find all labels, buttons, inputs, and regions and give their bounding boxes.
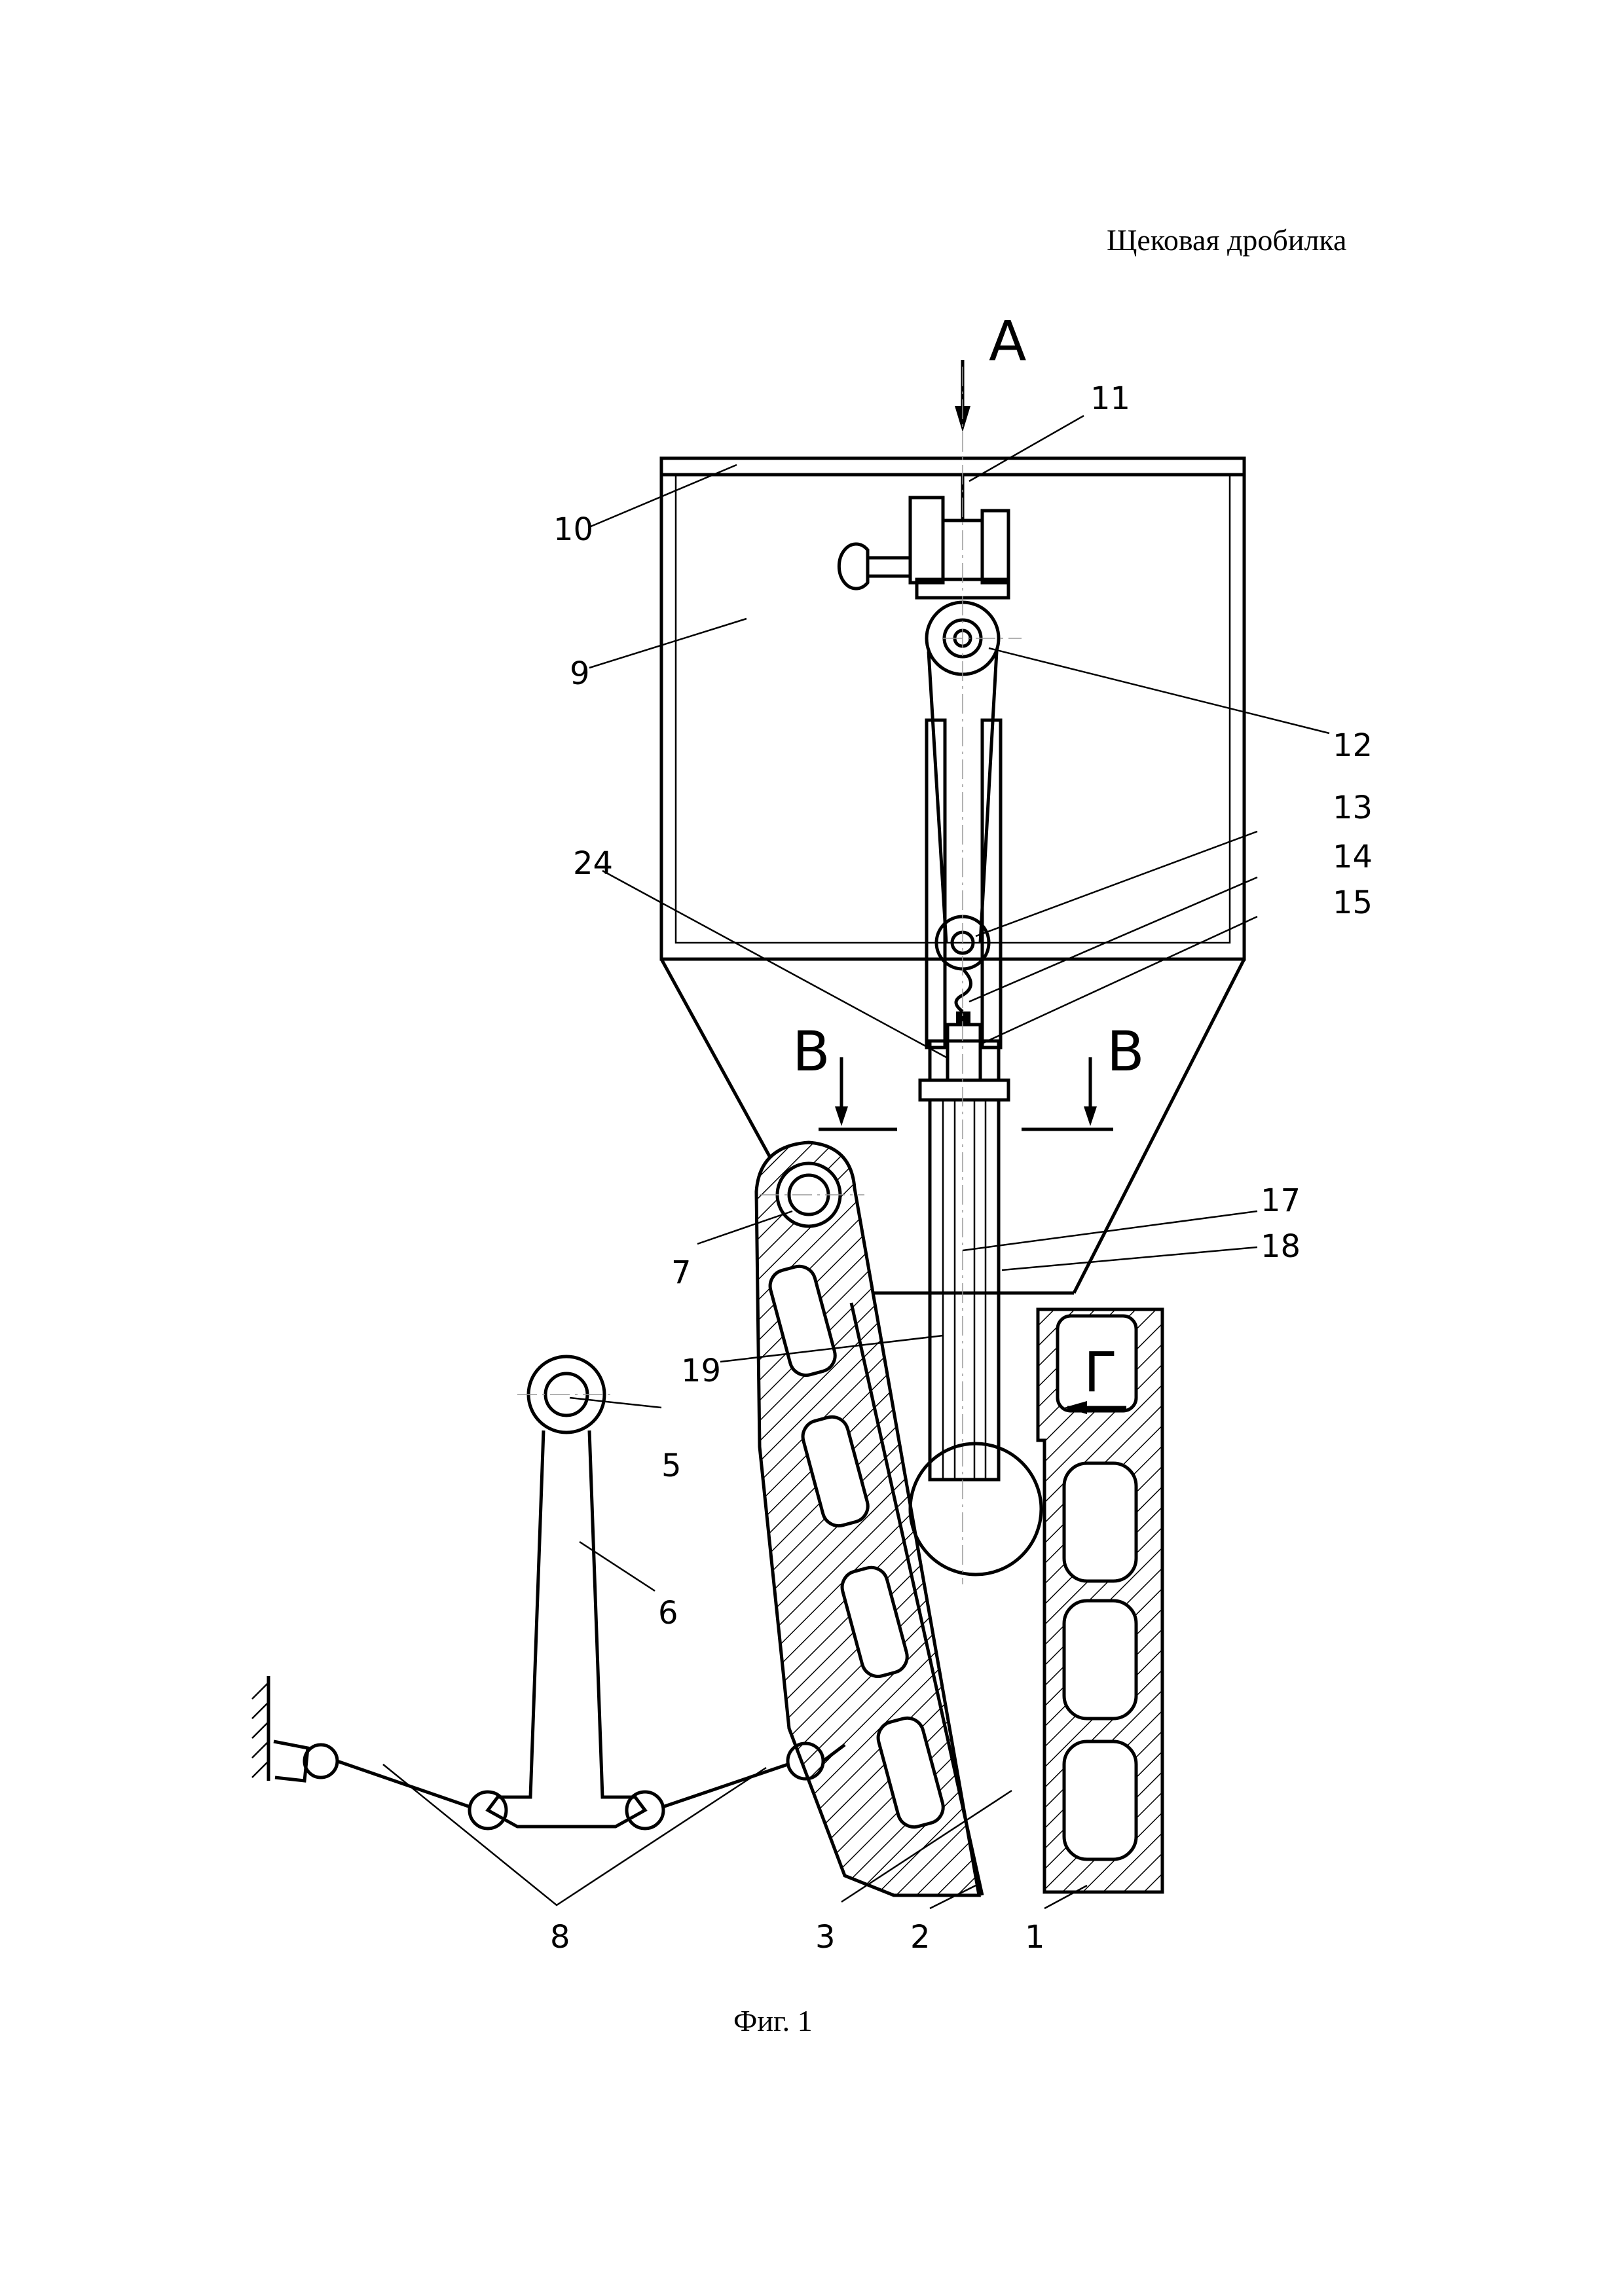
callout-6: 6 bbox=[658, 1595, 678, 1631]
rod-flange bbox=[920, 1080, 1008, 1100]
fixed-jaw-cavity-3 bbox=[1064, 1741, 1136, 1859]
lever-arm bbox=[488, 1430, 645, 1827]
callout-3: 3 bbox=[815, 1919, 836, 1956]
rod-assembly bbox=[920, 1025, 1008, 1480]
callout-18: 18 bbox=[1261, 1228, 1301, 1265]
section-b-right-label: В bbox=[1107, 1019, 1145, 1084]
hopper bbox=[661, 458, 1244, 1293]
view-a: А bbox=[955, 309, 1026, 432]
callout-5: 5 bbox=[661, 1448, 682, 1484]
wall-bracket bbox=[274, 1741, 308, 1781]
callout-10: 10 bbox=[553, 511, 593, 548]
rod-outer bbox=[930, 1100, 999, 1480]
callout-7: 7 bbox=[671, 1254, 692, 1291]
leader-lines bbox=[570, 416, 1329, 1908]
fixed-jaw-cavity-1 bbox=[1064, 1463, 1136, 1581]
trolley-left-plate bbox=[910, 498, 943, 583]
rod-coupling bbox=[948, 1025, 980, 1080]
hook bbox=[956, 969, 971, 1011]
rod-inner-lines bbox=[943, 1100, 986, 1480]
hoist bbox=[927, 602, 1001, 1048]
fixed-jaw-cavity-2 bbox=[1064, 1601, 1136, 1719]
toggle-links bbox=[337, 1745, 845, 1807]
section-b-left-label: В bbox=[792, 1019, 830, 1084]
callout-11: 11 bbox=[1090, 380, 1130, 417]
hopper-right-slope bbox=[1074, 959, 1244, 1293]
hopper-left-slope bbox=[661, 959, 773, 1162]
callout-17: 17 bbox=[1261, 1182, 1301, 1219]
figure-caption: Фиг. 1 bbox=[733, 2003, 930, 2038]
callout-8: 8 bbox=[550, 1919, 570, 1956]
callout-15: 15 bbox=[1333, 884, 1373, 921]
moving-jaw bbox=[756, 1142, 982, 1895]
links-leader bbox=[383, 1764, 766, 1905]
hopper-box bbox=[661, 475, 1244, 959]
trolley-right-plate bbox=[982, 511, 1008, 583]
link-joint-1 bbox=[304, 1745, 337, 1777]
view-a-label: А bbox=[989, 309, 1026, 373]
callout-1: 1 bbox=[1025, 1919, 1045, 1956]
callout-numbers: 10 9 11 12 13 14 15 24 17 18 7 19 5 6 8 … bbox=[550, 380, 1373, 1956]
moving-jaw-body bbox=[756, 1142, 979, 1895]
crushing-weight bbox=[910, 1444, 1041, 1575]
callout-9: 9 bbox=[570, 655, 590, 692]
wall-hatching bbox=[252, 1683, 268, 1777]
callout-12: 12 bbox=[1333, 727, 1373, 764]
trolley-axle bbox=[868, 558, 910, 576]
lever-mechanism bbox=[252, 1357, 845, 1905]
callout-13: 13 bbox=[1333, 790, 1373, 826]
callout-19: 19 bbox=[681, 1353, 721, 1389]
trolley-knob bbox=[839, 544, 868, 589]
section-g-label: Г bbox=[1084, 1340, 1117, 1404]
callout-2: 2 bbox=[910, 1919, 931, 1956]
callout-24: 24 bbox=[573, 845, 613, 882]
section-b-b: В В bbox=[792, 1019, 1145, 1129]
top-plate bbox=[661, 458, 1244, 475]
callout-14: 14 bbox=[1333, 839, 1373, 875]
rail-and-trolley bbox=[839, 475, 1008, 598]
